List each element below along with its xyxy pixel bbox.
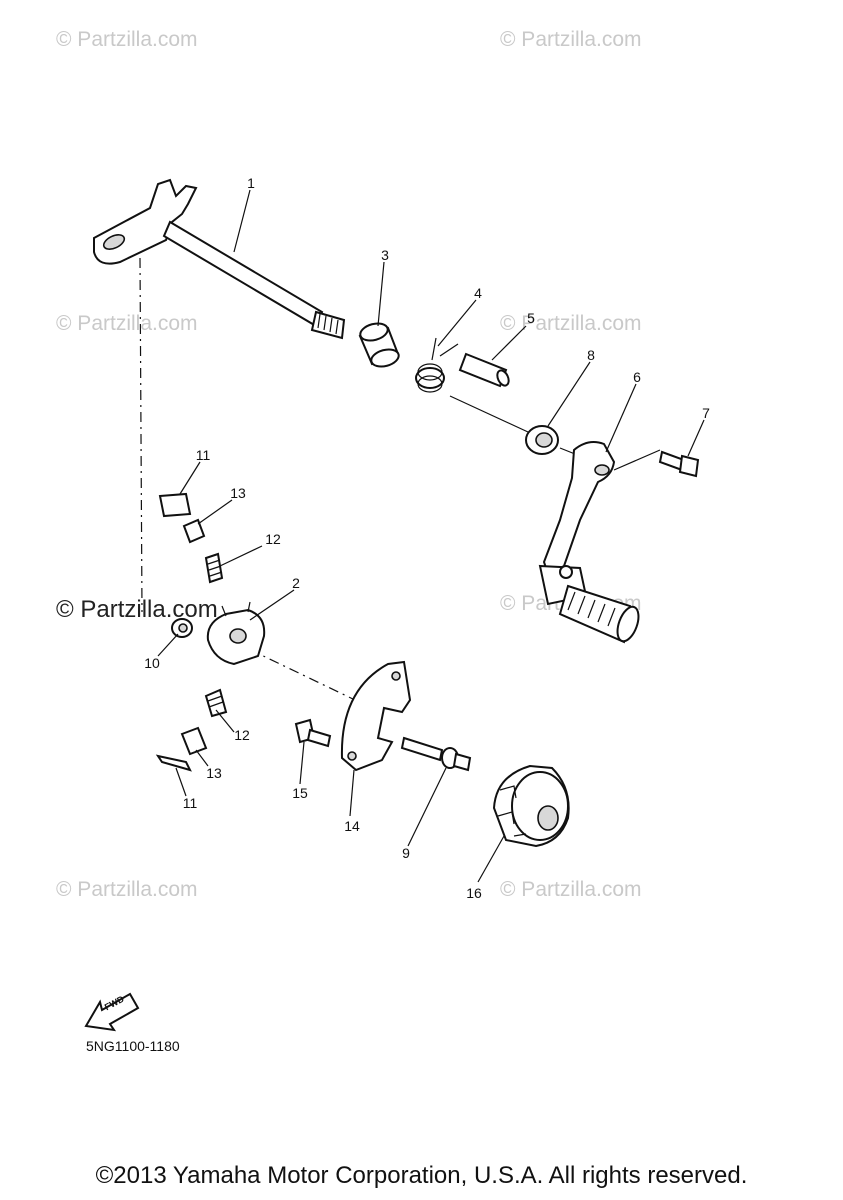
callout-9[interactable]: 9 bbox=[402, 845, 410, 861]
forward-arrow-icon bbox=[84, 992, 140, 1032]
watermark: © Partzilla.com bbox=[56, 312, 198, 335]
leader-7 bbox=[687, 419, 705, 457]
leader-16 bbox=[477, 835, 505, 883]
oil-seal bbox=[525, 425, 559, 455]
plate-bolt bbox=[294, 718, 332, 748]
leader-10 bbox=[157, 633, 179, 657]
leader-9 bbox=[407, 767, 447, 847]
segment-plate bbox=[340, 660, 412, 772]
callout-4[interactable]: 4 bbox=[474, 285, 482, 301]
callout-11-upper[interactable]: 11 bbox=[195, 447, 211, 463]
callout-15[interactable]: 15 bbox=[292, 785, 308, 801]
watermark: © Partzilla.com bbox=[56, 28, 198, 51]
leader-4 bbox=[437, 299, 477, 347]
pedal-bolt bbox=[658, 450, 700, 478]
leader-5 bbox=[491, 325, 527, 361]
leader-13a bbox=[197, 499, 233, 525]
callout-2[interactable]: 2 bbox=[292, 575, 300, 591]
callout-10[interactable]: 10 bbox=[144, 655, 160, 671]
spring-lower bbox=[204, 688, 228, 718]
callout-1[interactable]: 1 bbox=[247, 175, 255, 191]
callout-8[interactable]: 8 bbox=[587, 347, 595, 363]
callout-7[interactable]: 7 bbox=[702, 405, 710, 421]
callout-12-upper[interactable]: 12 bbox=[265, 531, 281, 547]
alignment-line-shaft bbox=[139, 257, 143, 613]
leader-1 bbox=[233, 189, 251, 253]
leader-15 bbox=[299, 741, 305, 785]
shift-drum-segment bbox=[492, 764, 570, 848]
leader-12b bbox=[215, 709, 235, 733]
leader-13b bbox=[195, 749, 209, 767]
shift-lever bbox=[206, 601, 266, 666]
leader-14 bbox=[349, 769, 355, 817]
shift-shaft bbox=[93, 178, 346, 340]
watermark-emphasized: © Partzilla.com bbox=[56, 596, 218, 623]
watermark: © Partzilla.com bbox=[56, 878, 198, 901]
pin bbox=[458, 352, 510, 388]
leader-12a bbox=[219, 545, 263, 567]
watermark: © Partzilla.com bbox=[500, 28, 642, 51]
callout-3[interactable]: 3 bbox=[381, 247, 389, 263]
callout-13-lower[interactable]: 13 bbox=[206, 765, 222, 781]
callout-13-upper[interactable]: 13 bbox=[230, 485, 246, 501]
segment-bolt bbox=[400, 736, 472, 772]
collar bbox=[358, 322, 400, 368]
leader-6 bbox=[605, 383, 637, 453]
leader-2 bbox=[249, 589, 295, 621]
diagram-code: 5NG1100-1180 bbox=[86, 1038, 180, 1054]
callout-14[interactable]: 14 bbox=[344, 818, 360, 834]
callout-5[interactable]: 5 bbox=[527, 310, 535, 326]
leader-11b bbox=[175, 767, 187, 797]
leader-8 bbox=[547, 361, 591, 427]
leader-3 bbox=[377, 261, 385, 327]
pawl-lower bbox=[180, 726, 208, 756]
watermark: © Partzilla.com bbox=[500, 312, 642, 335]
copyright-notice: ©2013 Yamaha Motor Corporation, U.S.A. A… bbox=[95, 1162, 748, 1189]
leader-11a bbox=[179, 461, 201, 495]
shift-pedal bbox=[538, 441, 640, 644]
stopper-lower bbox=[155, 754, 192, 772]
torsion-spring bbox=[415, 337, 445, 393]
stopper-upper bbox=[158, 492, 192, 518]
callout-11-lower[interactable]: 11 bbox=[182, 795, 198, 811]
watermark: © Partzilla.com bbox=[500, 878, 642, 901]
callout-12-lower[interactable]: 12 bbox=[234, 727, 250, 743]
callout-6[interactable]: 6 bbox=[633, 369, 641, 385]
callout-16[interactable]: 16 bbox=[466, 885, 482, 901]
pawl-upper bbox=[182, 518, 206, 544]
alignment-line-spring bbox=[439, 343, 459, 357]
washer bbox=[171, 618, 193, 638]
